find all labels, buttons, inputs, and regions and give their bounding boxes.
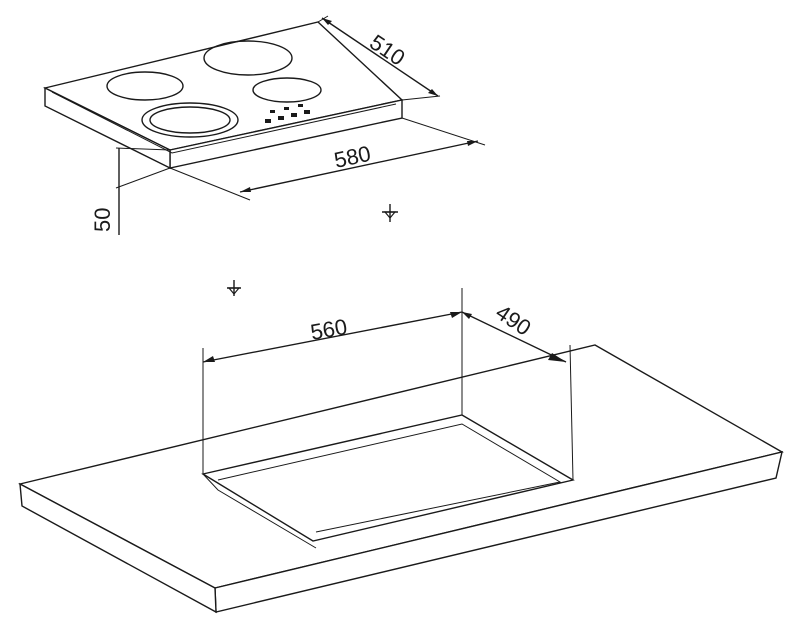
cross-marker-left [227,280,241,296]
label-cutout-depth: 490 [491,299,535,340]
label-cutout-width: 560 [309,314,350,345]
burner-front-right [252,77,322,103]
dimension-hob-width: 580 [169,117,486,201]
control-knobs [265,104,310,123]
burner-front-left [141,102,239,138]
cross-marker-right [382,204,398,222]
label-hob-depth: 510 [365,29,409,70]
worktop [18,344,784,614]
dimension-hob-height: 50 [90,147,171,235]
burner-back-left [106,71,184,101]
burner-back-right [203,40,293,76]
label-hob-width: 580 [332,141,373,173]
worktop-left-edge [19,482,217,614]
cutout-inner [217,423,562,533]
hob [42,21,404,170]
label-hob-height: 50 [90,208,115,232]
